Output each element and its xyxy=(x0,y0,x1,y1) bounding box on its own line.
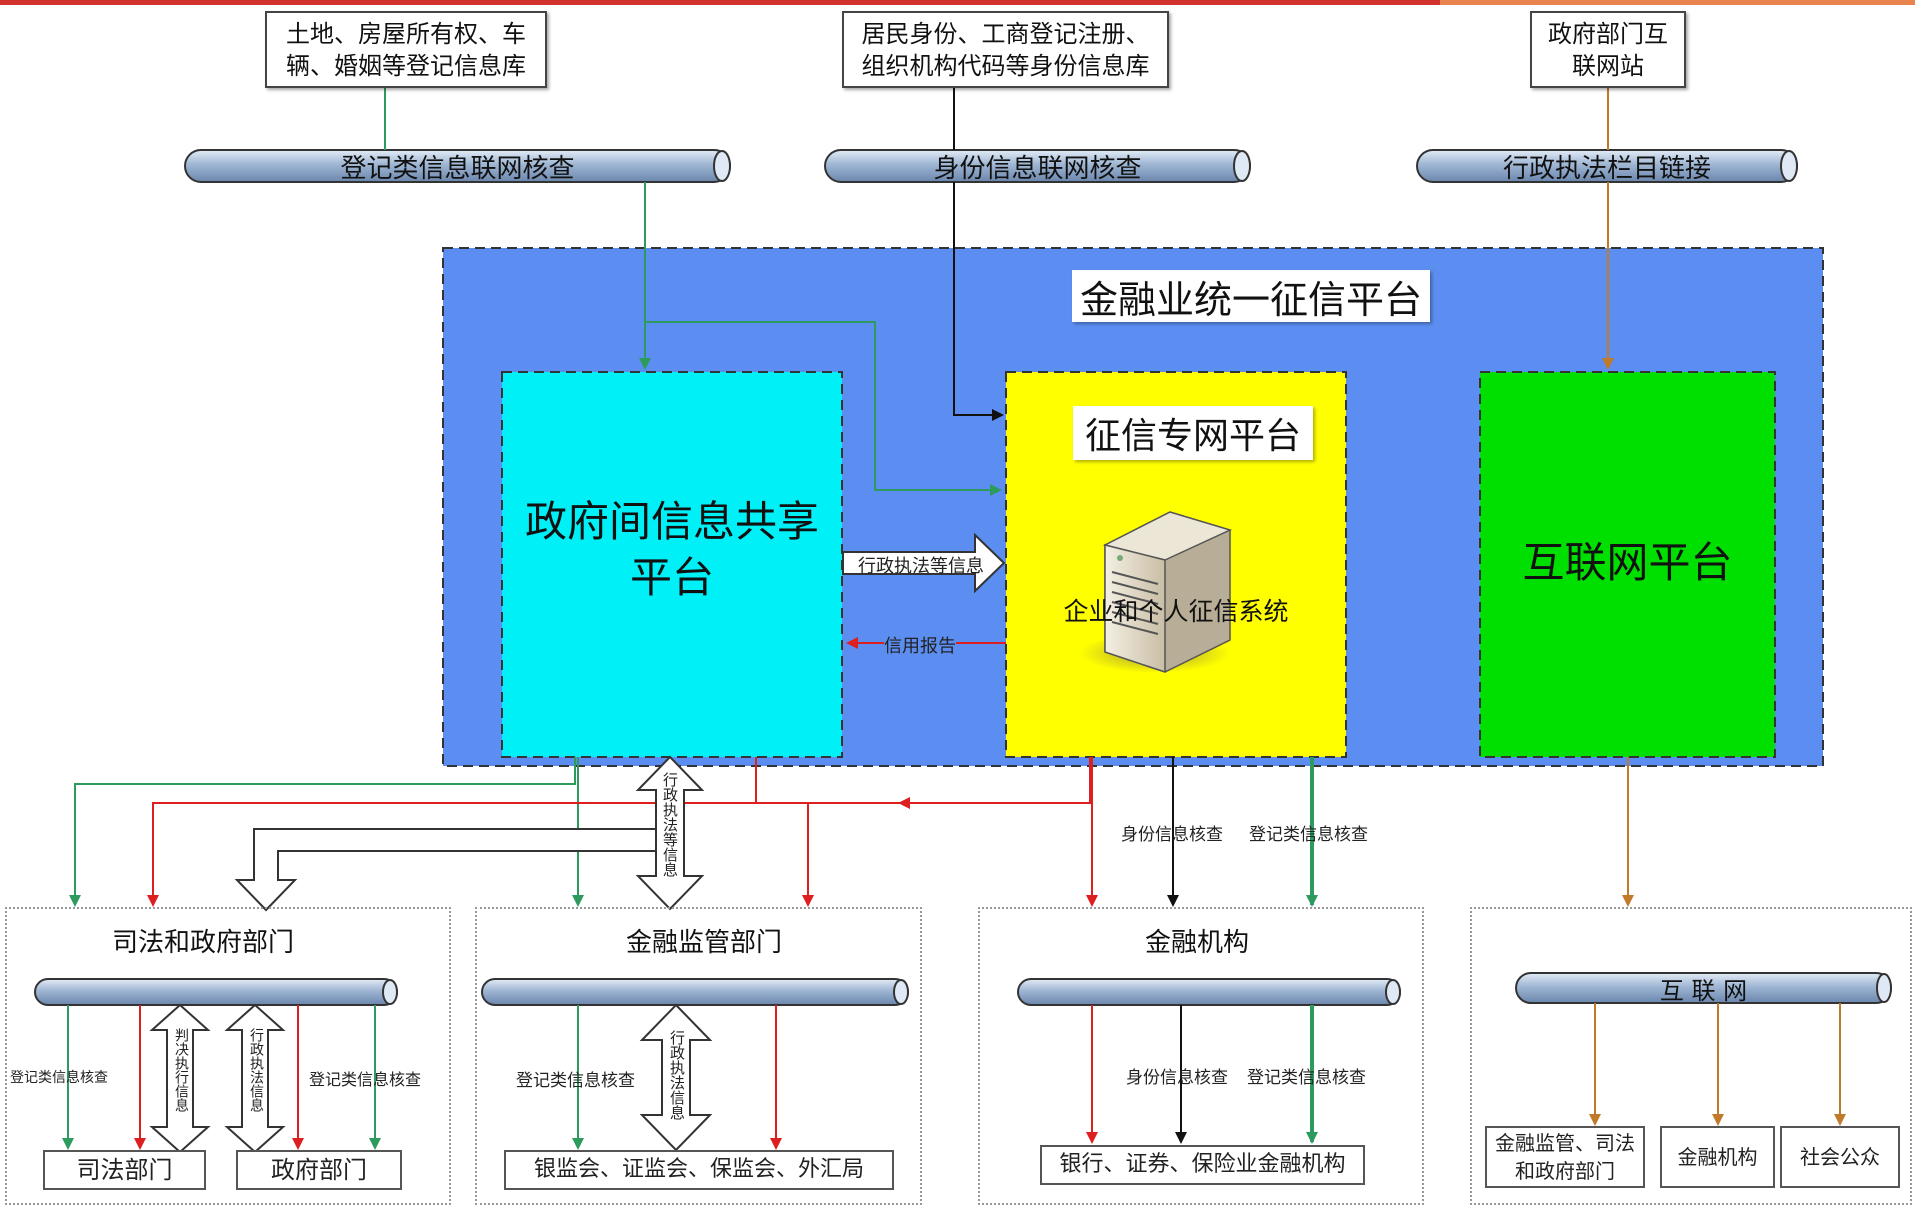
pipe-registry-check-label: 登记类信息联网核查 xyxy=(340,153,575,184)
source-registry-db: 土地、房屋所有权、车辆、婚姻等登记信息库 xyxy=(265,11,547,88)
platform-title: 金融业统一征信平台 xyxy=(1072,270,1430,322)
target-internet-gov: 金融监管、司法和政府部门 xyxy=(1485,1126,1645,1188)
flow-admin-info-label: 行政执法等信息 xyxy=(858,556,984,577)
fin-label-identity: 身份信息核查 xyxy=(1126,1068,1228,1088)
target-internet-fin: 金融机构 xyxy=(1660,1126,1775,1188)
target-fin-institutions: 银行、证券、保险业金融机构 xyxy=(1040,1145,1365,1185)
group-fin-regulator-title: 金融监管部门 xyxy=(626,928,783,958)
source-identity-db: 居民身份、工商登记注册、组织机构代码等身份信息库 xyxy=(842,11,1169,88)
group-fin-regulator xyxy=(475,907,922,1205)
regulator-arrow-label: 行政执法信息 xyxy=(668,1030,686,1120)
arrow-admin-vertical xyxy=(635,755,705,911)
pipe-regulator xyxy=(481,978,909,1006)
arrow-gov-to-judicial xyxy=(69,757,576,907)
pipe-registry-check xyxy=(184,149,731,183)
target-regulators: 银监会、证监会、保监会、外汇局 xyxy=(504,1150,894,1190)
pipe-identity-check xyxy=(824,149,1251,183)
top-bar-red xyxy=(0,0,1440,5)
flow-admin-vertical-label: 行政执法等信息 xyxy=(661,772,679,877)
judicial-right-label: 登记类信息核查 xyxy=(309,1070,422,1089)
pipe-admin-link-label: 行政执法栏目链接 xyxy=(1502,153,1711,184)
flow-registry-check-label: 登记类信息核查 xyxy=(1249,825,1368,845)
pipe-identity-check-label: 身份信息联网核查 xyxy=(933,153,1142,184)
group-fin-institution-title: 金融机构 xyxy=(1145,928,1250,958)
top-bar-orange xyxy=(1440,0,1915,5)
arrow-identity-to-credit xyxy=(953,182,1004,421)
group-internet xyxy=(1470,907,1912,1205)
arrow-admin-to-judicial xyxy=(234,828,661,912)
credit-net-title: 征信专网平台 xyxy=(1073,406,1313,460)
pipe-judicial xyxy=(34,978,398,1006)
target-internet-public: 社会公众 xyxy=(1780,1126,1900,1188)
judicial-left-label: 登记类信息核查 xyxy=(10,1070,108,1086)
internet-platform-title: 互联网平台 xyxy=(1522,538,1733,587)
source-gov-website: 政府部门互联网站 xyxy=(1530,11,1686,88)
pipe-fin xyxy=(1017,978,1401,1006)
gov-share-platform-box xyxy=(501,371,843,758)
regulator-left-label: 登记类信息核查 xyxy=(516,1071,635,1091)
group-fin-institution xyxy=(978,907,1424,1205)
judicial-arrow2-label: 行政执法信息 xyxy=(248,1028,264,1112)
internet-platform-box xyxy=(1479,371,1776,758)
arrow-registry-to-credit xyxy=(645,321,1002,496)
group-judicial-gov-title: 司法和政府部门 xyxy=(112,928,295,958)
arrow-admin-info xyxy=(842,532,1006,594)
server-icon xyxy=(1080,511,1233,674)
gov-share-title: 政府间信息共享平台 xyxy=(524,497,819,602)
credit-system-label: 企业和个人征信系统 xyxy=(1063,597,1289,626)
group-judicial-gov xyxy=(5,907,451,1205)
judicial-arrow1-label: 判决执行信息 xyxy=(173,1028,189,1112)
target-gov-dept: 政府部门 xyxy=(236,1150,402,1190)
fin-label-registry: 登记类信息核查 xyxy=(1247,1068,1366,1088)
flow-identity-check-label: 身份信息核查 xyxy=(1121,825,1223,845)
pipe-internet-label: 互 联 网 xyxy=(1659,976,1748,1005)
target-judicial-dept: 司法部门 xyxy=(43,1150,206,1190)
pipe-internet xyxy=(1515,972,1892,1004)
arrow-red-to-judicial xyxy=(147,757,1091,907)
flow-credit-report-label: 信用报告 xyxy=(884,632,956,658)
